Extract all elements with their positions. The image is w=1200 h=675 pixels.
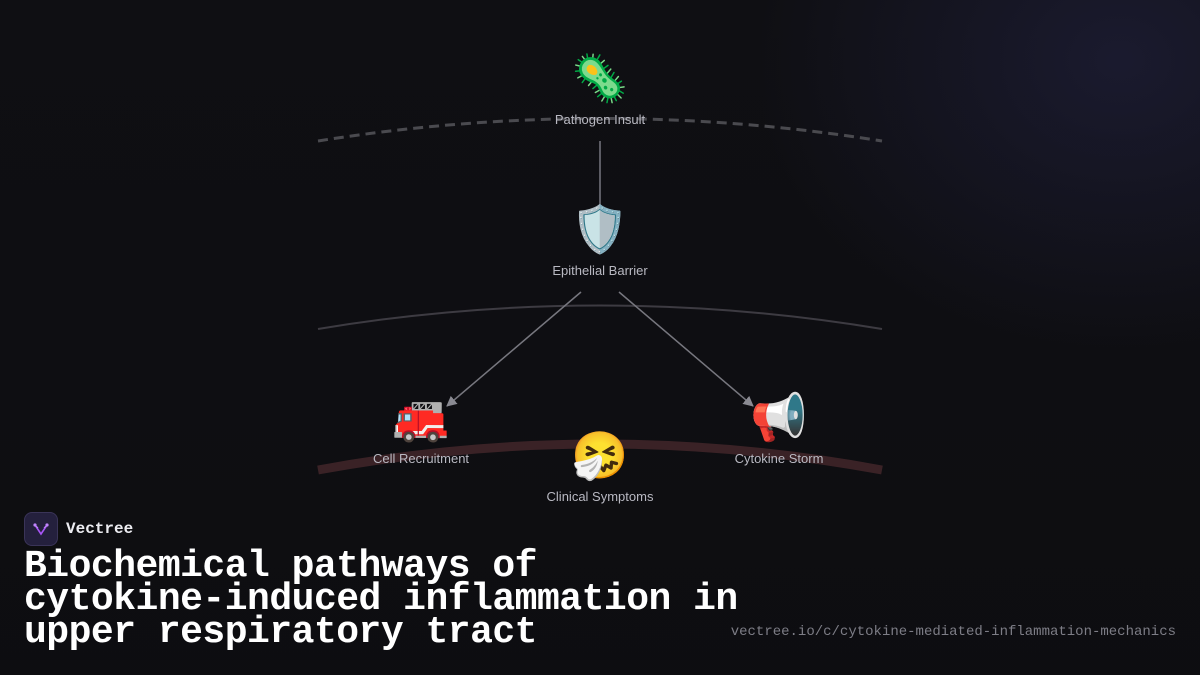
loudspeaker-icon: 📢 — [750, 390, 808, 444]
edge-barrier-to-recruitment — [446, 291, 582, 407]
node-label: Clinical Symptoms — [546, 489, 654, 504]
node-epithelial-barrier: 🛡️ Epithelial Barrier — [520, 203, 680, 278]
sneezing-face-icon: 🤧 — [571, 428, 629, 482]
source-url: vectree.io/c/cytokine-mediated-inflammat… — [730, 624, 1176, 640]
brand-name: Vectree — [66, 520, 134, 538]
node-label: Cell Recruitment — [372, 451, 470, 466]
node-label: Epithelial Barrier — [552, 263, 648, 278]
node-clinical-symptoms: 🤧 Clinical Symptoms — [520, 429, 680, 504]
fire-engine-icon: 🚒 — [392, 390, 450, 444]
brand: Vectree — [24, 512, 133, 546]
node-cytokine-storm: 📢 Cytokine Storm — [699, 391, 859, 466]
arc-top — [317, 117, 883, 143]
node-cell-recruitment: 🚒 Cell Recruitment — [341, 391, 501, 466]
node-label: Cytokine Storm — [734, 451, 824, 466]
arc-middle — [317, 304, 883, 330]
arc-bottom — [317, 439, 883, 475]
vectree-logo-icon — [24, 512, 58, 546]
node-pathogen-insult: 🦠 Pathogen Insult — [520, 52, 680, 127]
microbe-icon: 🦠 — [571, 51, 629, 105]
shield-icon: 🛡️ — [571, 202, 629, 256]
edge-barrier-to-storm — [618, 291, 754, 407]
page-title: Biochemical pathways of cytokine-induced… — [24, 545, 738, 654]
node-label: Pathogen Insult — [554, 112, 646, 127]
